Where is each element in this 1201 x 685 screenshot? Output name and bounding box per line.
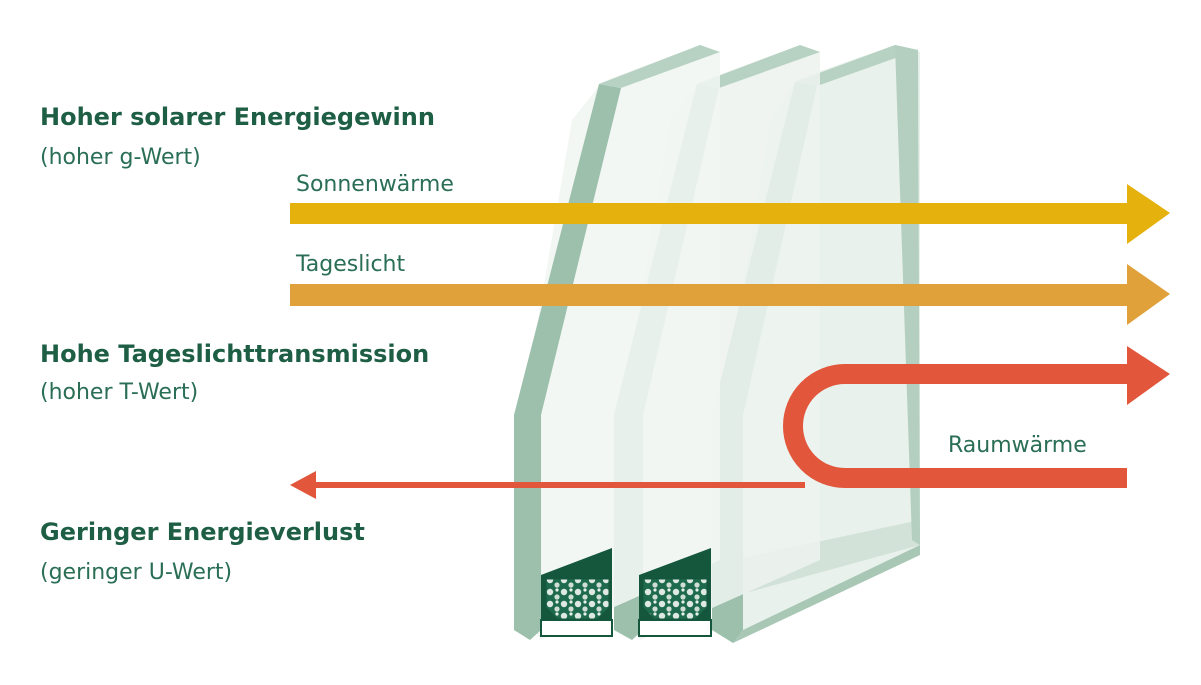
sun-arrow xyxy=(290,184,1170,244)
glass-pane-1 xyxy=(514,45,720,640)
feature-title-t-value: Hohe Tageslichttransmission xyxy=(40,340,430,368)
heat-arrow xyxy=(290,346,1170,499)
daylight-arrow xyxy=(290,264,1170,325)
spacer-1 xyxy=(540,548,613,637)
daylight-arrow-label: Tageslicht xyxy=(296,252,406,277)
spacer-2 xyxy=(638,548,712,637)
sun-arrow-label: Sonnenwärme xyxy=(296,172,454,197)
feature-subtitle-t-value: (hoher T-Wert) xyxy=(40,380,199,405)
feature-title-g-value: Hoher solarer Energiegewinn xyxy=(40,103,435,131)
feature-title-u-value: Geringer Energieverlust xyxy=(40,518,365,546)
feature-subtitle-u-value: (geringer U-Wert) xyxy=(40,560,233,585)
heat-arrow-label: Raumwärme xyxy=(948,433,1087,458)
feature-subtitle-g-value: (hoher g-Wert) xyxy=(40,145,201,170)
